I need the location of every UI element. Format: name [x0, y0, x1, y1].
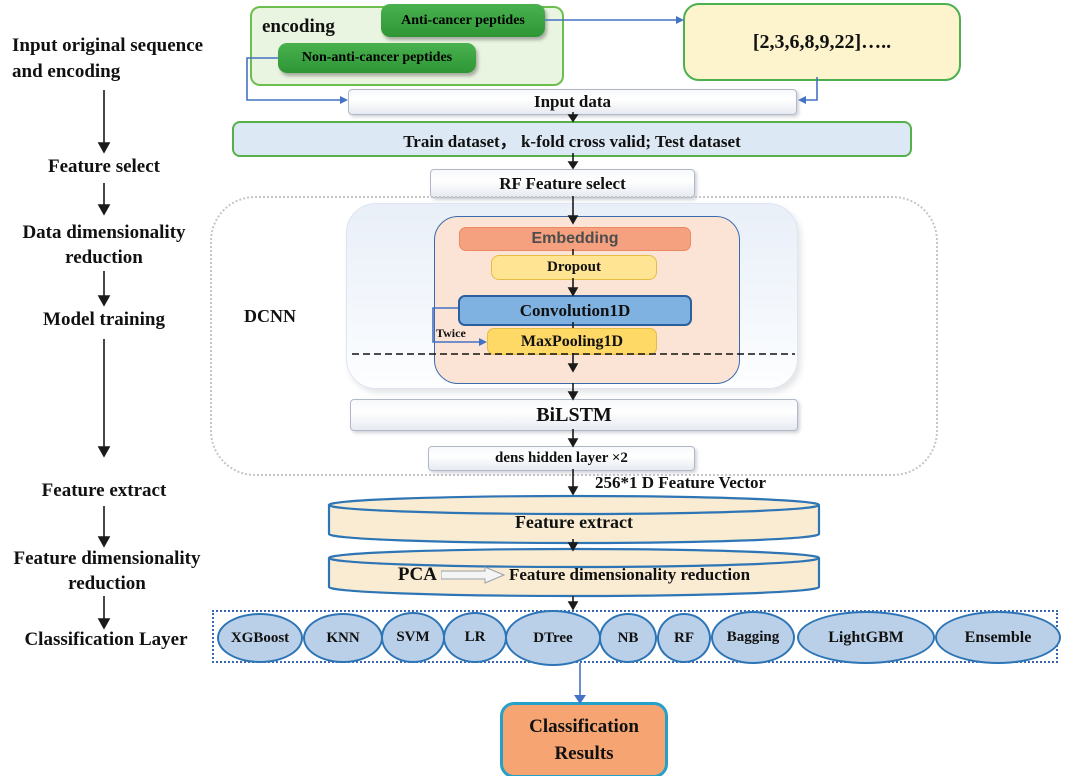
results-line: Classification [529, 716, 639, 737]
classifier-bagging: Bagging [711, 611, 795, 664]
cylinder-body [327, 558, 821, 598]
pca-cylinder-label-row: PCA Feature dimensionality reduction [326, 561, 822, 589]
model-container [210, 196, 938, 476]
encoded-vector-box: [2,3,6,8,9,22]….. [683, 3, 961, 81]
feature-extract-cylinder-label: Feature extract [514, 511, 634, 532]
step-feature-extract: Feature extract [41, 480, 167, 501]
dim-reduction-label: Feature dimensionality reduction [508, 565, 751, 584]
step-input-original-sequence: Input original sequence and encoding [12, 33, 244, 85]
bilstm-bar: BiLSTM [350, 399, 798, 431]
maxpooling1d-node: MaxPooling1D [487, 328, 657, 355]
cylinder-top [327, 494, 821, 516]
step-model-training: Model training [43, 309, 165, 330]
step-feature-dimensionality-reduction: Feature dimensionality reduction [0, 546, 214, 596]
step-line: reduction [68, 573, 146, 594]
dataset-split-bar: Train dataset， k-fold cross valid; Test … [232, 121, 912, 157]
classifier-rf: RF [657, 613, 711, 663]
block-arrow-icon [440, 566, 505, 584]
classifier-svm: SVM [381, 612, 445, 663]
step-line: Input original sequence [12, 35, 204, 56]
classifier-dtree: DTree [505, 610, 601, 666]
step-line: Feature dimensionality [13, 548, 201, 569]
classifier-xgboost: XGBoost [217, 613, 303, 663]
convolution1d-node: Convolution1D [458, 295, 692, 326]
classification-results-box: Classification Results [500, 702, 668, 776]
non-anti-cancer-peptides-pill: Non-anti-cancer peptides [278, 43, 476, 73]
feature-vector-note: 256*1 D Feature Vector [595, 473, 767, 492]
dropout-node: Dropout [491, 255, 657, 280]
rf-feature-select-bar: RF Feature select [430, 169, 695, 198]
anti-cancer-peptides-pill: Anti-cancer peptides [381, 4, 545, 37]
dense-hidden-layer-bar: dens hidden layer ×2 [428, 446, 695, 471]
embedding-node: Embedding [459, 227, 691, 251]
classifier-knn: KNN [303, 613, 383, 663]
input-data-bar: Input data [348, 89, 797, 115]
encoding-label: encoding [262, 16, 335, 37]
results-line: Results [554, 743, 614, 764]
classifier-nb: NB [599, 613, 657, 663]
step-line: and encoding [12, 61, 121, 82]
dcnn-label: DCNN [244, 306, 296, 326]
step-feature-select: Feature select [47, 156, 160, 177]
pca-cylinder [327, 547, 821, 598]
classifier-lr: LR [443, 612, 507, 663]
twice-label: Twice [436, 326, 466, 340]
step-line: reduction [65, 247, 143, 268]
pca-label: PCA [397, 564, 437, 585]
step-data-dimensionality-reduction: Data dimensionality reduction [0, 220, 208, 270]
classifier-lightgbm: LightGBM [797, 611, 935, 664]
classifier-ensemble: Ensemble [935, 611, 1061, 664]
step-classification-layer: Classification Layer [24, 629, 188, 650]
step-line: Data dimensionality [22, 222, 186, 243]
